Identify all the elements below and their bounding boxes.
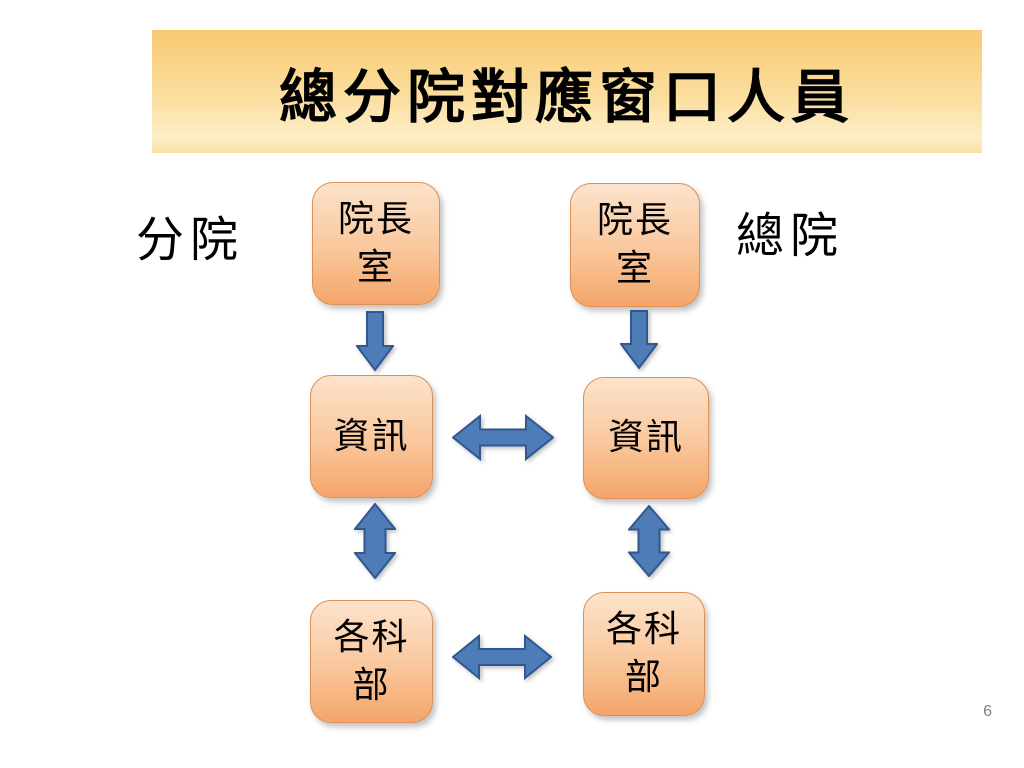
slide-title: 總分院對應窗口人員 bbox=[278, 62, 855, 131]
node-main-director: 院長 室 bbox=[570, 183, 700, 307]
node-branch-departments: 各科 部 bbox=[310, 600, 433, 723]
double-arrow-it-icon bbox=[452, 414, 554, 461]
node-main-departments-label: 各科 部 bbox=[605, 609, 682, 698]
title-banner: 總分院對應窗口人員 bbox=[152, 30, 982, 153]
arrow-down-main-icon bbox=[620, 310, 658, 370]
double-arrow-branch-vertical-icon bbox=[354, 503, 396, 579]
node-main-director-label: 院長 室 bbox=[596, 200, 673, 289]
node-main-departments: 各科 部 bbox=[583, 592, 705, 716]
node-branch-it-label: 資訊 bbox=[333, 415, 410, 457]
slide-number: 6 bbox=[983, 703, 992, 720]
node-branch-it: 資訊 bbox=[310, 375, 433, 498]
double-arrow-departments-icon bbox=[452, 634, 552, 680]
group-label-branch: 分院 bbox=[136, 212, 245, 268]
node-main-it-label: 資訊 bbox=[607, 417, 684, 459]
node-branch-director-label: 院長 室 bbox=[337, 198, 414, 288]
arrow-down-branch-icon bbox=[356, 311, 394, 372]
double-arrow-main-vertical-icon bbox=[628, 505, 670, 577]
node-main-it: 資訊 bbox=[583, 377, 709, 499]
node-branch-director: 院長 室 bbox=[312, 182, 440, 305]
node-branch-departments-label: 各科 部 bbox=[333, 616, 410, 706]
group-label-main: 總院 bbox=[736, 208, 845, 264]
